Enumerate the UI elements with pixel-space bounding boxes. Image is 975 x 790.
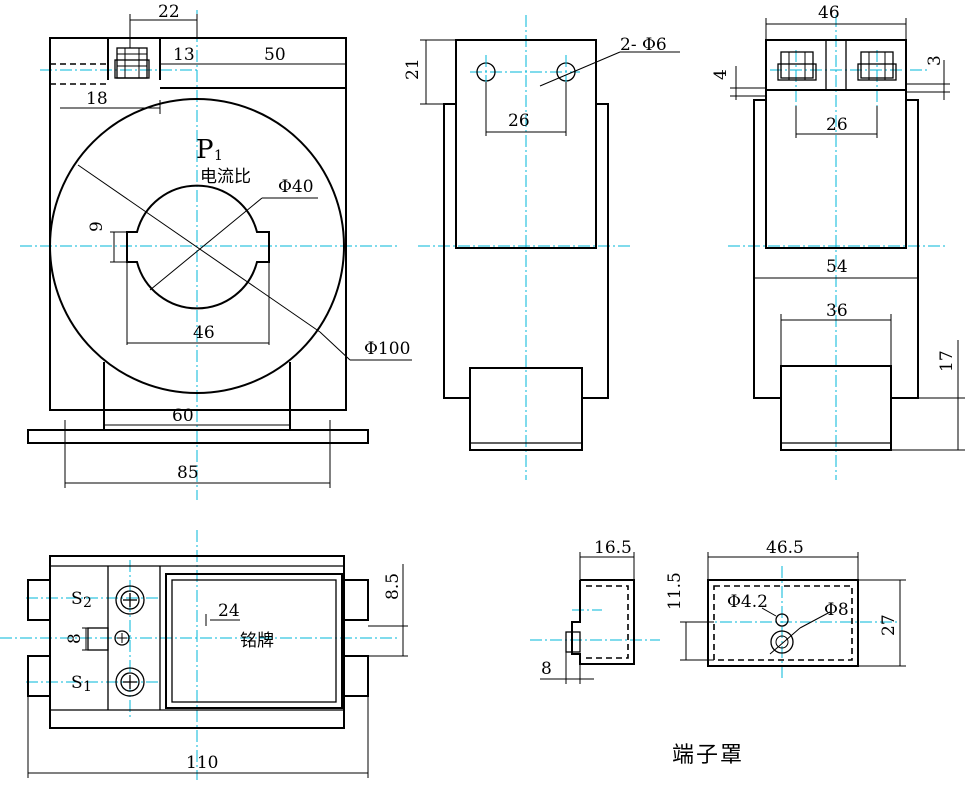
s1-subscript: 1: [83, 679, 92, 695]
outer-ring: [49, 98, 345, 394]
rear-terminal-cover: [780, 365, 892, 451]
front-dimension-lines: [60, 14, 347, 488]
side-right-profile: [582, 103, 609, 399]
window-opening: [126, 184, 270, 310]
s1-label: S: [71, 673, 83, 693]
top-view: S 2 S 1 24 8 铭牌 8.5 110: [0, 530, 408, 780]
mounting-foot: [27, 429, 369, 444]
dim-terminal-offset: 13: [173, 45, 195, 65]
marking-p-subscript: 1: [214, 148, 223, 164]
s2-terminal-screw: [115, 585, 145, 615]
cover-side-notch: [565, 631, 581, 653]
dim-left-gap: 4: [711, 69, 731, 80]
dim-cover-width: 36: [826, 301, 848, 321]
dim-cover-width: 46.5: [766, 538, 804, 558]
dim-top-width: 50: [264, 45, 286, 65]
right-tab-lower: [343, 655, 369, 697]
top-body-outline: [49, 555, 345, 729]
dim-right-gap: 3: [925, 55, 945, 66]
dim-cover-notch: 8: [541, 659, 552, 679]
left-tab-upper: [27, 579, 51, 621]
dim-slot-height: 9: [87, 221, 107, 232]
cover-side-hidden: [586, 585, 629, 659]
terminal-cover-front: 46.5 11.5 Φ4.2 Φ8 27: [665, 538, 906, 680]
ratio-label: 电流比: [200, 167, 251, 187]
front-body-outline: [49, 37, 347, 411]
center-slot: [87, 627, 109, 651]
front-terminal: [114, 47, 150, 79]
side-view: 21 2- Φ6 26: [403, 15, 680, 480]
left-tab-lower: [27, 655, 51, 697]
side-dimension-lines: [420, 39, 680, 136]
terminal-cover-title: 端子罩: [672, 743, 744, 768]
dim-mounting-pitch: 85: [177, 463, 199, 483]
dim-cover-inner-height: 11.5: [665, 572, 685, 610]
dim-outer-diameter: Φ100: [364, 339, 410, 359]
dim-window-diameter: Φ40: [278, 177, 314, 197]
center-terminal-screw: [114, 630, 130, 646]
dim-top-pitch: 22: [158, 2, 180, 22]
dim-base-width: 60: [172, 406, 194, 426]
dim-slot-width: 46: [193, 323, 215, 343]
dim-cover-height: 27: [879, 614, 899, 636]
dim-terminal-pitch: 26: [826, 115, 848, 135]
outer-diameter-leader: [77, 164, 321, 333]
dim-hole-small: Φ4.2: [727, 592, 768, 612]
front-view: 22 13 50 18 P 1 电流比 Φ40 9 46 Φ100 60 85: [20, 2, 412, 500]
rear-right-profile: [891, 99, 919, 399]
dim-side-offset: 18: [86, 89, 108, 109]
dim-holes: 2- Φ6: [620, 35, 667, 55]
s2-subscript: 2: [83, 595, 92, 611]
nameplate-label: 铭牌: [240, 631, 274, 651]
outer-diameter-leader: [319, 331, 351, 361]
rear-terminal-left: [777, 51, 817, 81]
s1-terminal-screw: [115, 667, 145, 697]
rear-left-profile: [753, 99, 781, 399]
cover-side-outline: [571, 579, 635, 665]
dim-body-width: 54: [826, 257, 848, 277]
cover-front-hidden: [713, 585, 853, 661]
dim-tab-height: 8.5: [383, 573, 403, 600]
dim-hole-large: Φ8: [824, 600, 849, 620]
nameplate-inner: [171, 579, 337, 703]
dim-hole-pitch: 26: [508, 111, 530, 131]
dim-overall-length: 110: [186, 753, 218, 773]
terminal-cover-side: 16.5 8: [530, 538, 660, 684]
dim-rear-width: 46: [818, 3, 840, 23]
dim-cover-height: 17: [937, 350, 957, 372]
right-tab-upper: [343, 579, 369, 621]
cover-hole-large: [770, 630, 794, 654]
cover-front-outline: [707, 579, 859, 667]
side-terminal-cover: [469, 367, 583, 451]
top-dimension-lines: [27, 564, 408, 778]
window-diameter-leader: [149, 197, 263, 291]
rear-upper-body: [765, 39, 907, 249]
rear-dimension-lines: [730, 18, 965, 451]
terminal-cover-views: 16.5 8 46.5 11.5 Φ4.2: [530, 538, 906, 768]
dim-slot-width-top: 8: [65, 633, 85, 644]
dim-side-height: 21: [403, 58, 423, 80]
dim-cover-depth: 16.5: [594, 538, 632, 558]
rear-terminal-right: [857, 51, 897, 81]
dim-terminal-offset-top: 24: [218, 601, 240, 621]
rear-view: 46 4 3 26 54 36 17: [711, 3, 965, 480]
marking-p: P: [196, 135, 214, 165]
cover-hole-small: [775, 613, 789, 627]
nameplate-outer: [165, 573, 343, 709]
s2-label: S: [71, 589, 83, 609]
side-upper-body: [455, 39, 597, 249]
